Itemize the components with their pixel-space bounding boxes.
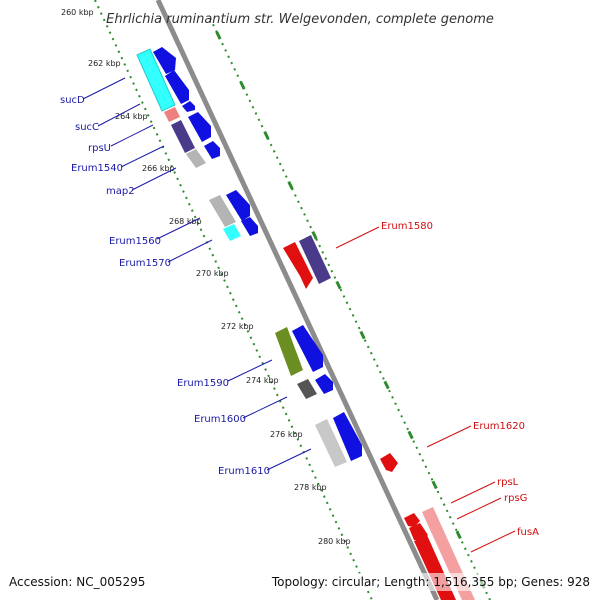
label-Erum1620: Erum1620 xyxy=(473,421,525,432)
label-sucC: sucC xyxy=(75,122,99,133)
gene-arrow-1 xyxy=(153,47,176,74)
ruler-labels: 260 kbp 262 kbp 264 kbp 266 kbp 268 kbp … xyxy=(61,8,351,546)
label-Erum1580: Erum1580 xyxy=(381,221,433,232)
tick-label-268: 268 kbp xyxy=(169,217,202,226)
gene-Erum1620 xyxy=(380,453,398,472)
tick-label-266: 266 kbp xyxy=(142,164,175,173)
right-ruler-tick xyxy=(359,330,366,340)
label-map2: map2 xyxy=(106,186,135,197)
label-rpsG: rpsG xyxy=(504,493,527,504)
gene-Erum1540 xyxy=(186,149,206,168)
tick-label-272: 272 kbp xyxy=(221,322,254,331)
gene-arrow-7 xyxy=(241,217,258,236)
label-Erum1570: Erum1570 xyxy=(119,258,171,269)
gene-arrow-6 xyxy=(226,190,250,221)
summary-text: Topology: circular; Length: 1,516,355 bp… xyxy=(271,575,590,589)
leader-sucD xyxy=(82,77,126,100)
gene-map2 xyxy=(209,195,236,227)
gene-arrow-5 xyxy=(204,141,220,159)
gene-rpsG xyxy=(409,523,428,540)
accession-text: Accession: NC_005295 xyxy=(9,575,145,589)
leader-Erum1560 xyxy=(156,217,201,240)
leader-fusA xyxy=(470,530,516,553)
left-gene-labels: sucD sucC rpsU Erum1540 map2 Erum1560 Er… xyxy=(60,95,270,477)
gene-rpsL xyxy=(404,513,420,527)
leader-Erum1590 xyxy=(227,359,273,382)
label-rpsU: rpsU xyxy=(88,143,111,154)
right-ruler-tick xyxy=(215,31,222,40)
right-ruler-tick xyxy=(263,131,270,140)
map-title: Ehrlichia ruminantium str. Welgevonden, … xyxy=(106,12,494,27)
tick-label-264: 264 kbp xyxy=(115,112,148,121)
gene-Erum1590 xyxy=(275,327,303,376)
right-ruler-tick xyxy=(287,181,294,190)
label-rpsL: rpsL xyxy=(497,477,519,488)
tick-label-262: 262 kbp xyxy=(88,59,121,68)
gene-arrow-3 xyxy=(182,101,195,112)
leader-rpsU xyxy=(110,124,154,147)
gene-rpsU xyxy=(171,120,195,153)
tick-label-260: 260 kbp xyxy=(61,8,94,17)
tick-label-274: 274 kbp xyxy=(246,376,279,385)
leader-map2 xyxy=(131,167,177,191)
tick-label-270: 270 kbp xyxy=(196,269,229,278)
footer-backdrop xyxy=(270,573,592,591)
gene-sucD xyxy=(136,48,176,112)
right-ruler-tick xyxy=(431,480,438,490)
gene-arrow-8 xyxy=(292,325,323,372)
right-ruler-tick xyxy=(239,81,246,90)
gene-Erum1610 xyxy=(315,419,347,467)
label-Erum1600: Erum1600 xyxy=(194,414,246,425)
right-ruler-tick xyxy=(311,230,318,240)
leader-sucC xyxy=(97,103,141,127)
tick-label-280: 280 kbp xyxy=(318,537,351,546)
gene-arrow-4 xyxy=(188,112,211,142)
gene-sucC xyxy=(164,107,180,122)
label-fusA: fusA xyxy=(517,527,539,538)
right-ruler-tick xyxy=(455,530,462,540)
label-Erum1560: Erum1560 xyxy=(109,236,161,247)
leader-Erum1540 xyxy=(120,145,165,168)
gene-arrow-2 xyxy=(165,70,189,104)
label-Erum1540: Erum1540 xyxy=(71,163,123,174)
gene-Erum1560 xyxy=(223,224,241,241)
ruler-line-right xyxy=(209,17,491,600)
right-gene-labels: Erum1580 Erum1620 rpsL rpsG fusA xyxy=(381,221,539,538)
label-sucD: sucD xyxy=(60,95,85,106)
genome-backbone xyxy=(155,0,440,600)
right-ruler-tick xyxy=(383,380,390,390)
right-ruler-tick xyxy=(335,280,342,290)
leader-Erum1610 xyxy=(266,448,312,471)
gene-Erum1580-red xyxy=(283,242,313,289)
gene-arrow-9 xyxy=(315,374,333,394)
label-leaders xyxy=(82,77,516,553)
label-Erum1590: Erum1590 xyxy=(177,378,229,389)
gene-Erum1580-purple xyxy=(299,235,331,284)
leader-Erum1580 xyxy=(335,226,380,249)
leader-Erum1620 xyxy=(426,425,472,448)
leader-Erum1570 xyxy=(167,239,213,263)
leader-rpsL xyxy=(450,481,496,504)
right-ruler-tick xyxy=(407,430,414,440)
leader-Erum1600 xyxy=(242,396,288,419)
tick-label-278: 278 kbp xyxy=(294,483,327,492)
gene-arrow-10 xyxy=(333,412,362,461)
tick-label-276: 276 kbp xyxy=(270,430,303,439)
leader-rpsG xyxy=(456,497,502,520)
gene-Erum1600 xyxy=(297,379,317,399)
label-Erum1610: Erum1610 xyxy=(218,466,270,477)
ruler-line-left xyxy=(94,0,373,600)
